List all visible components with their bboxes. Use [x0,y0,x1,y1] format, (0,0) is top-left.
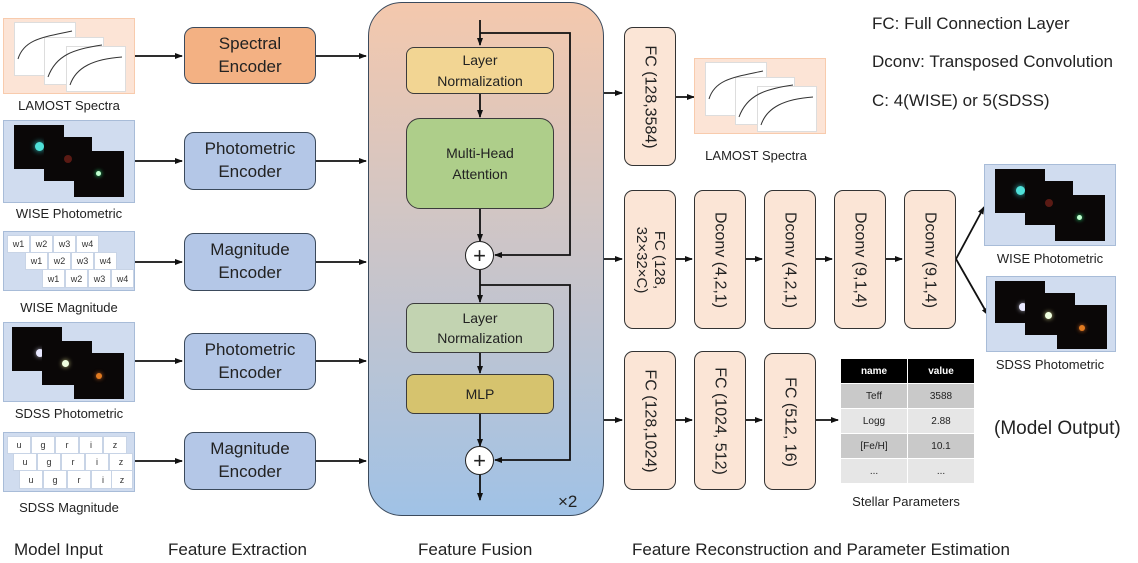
dconv-2: Dconv (4,2,1) [764,190,816,329]
residual-add-1: + [465,241,494,270]
input-label-lamost-spectra: LAMOST Spectra [18,98,120,113]
output-label-wise-photometric: WISE Photometric [996,251,1104,266]
legend-fc: FC: Full Connection Layer [872,14,1070,33]
fc-spectra: FC (128,3584) [624,27,676,166]
fc-image: FC (128, 32×32×C) [624,190,676,329]
wise-photometric-thumbnail [3,120,135,203]
fc-param-1: FC (128,1024) [624,351,676,490]
repeat-count: ×2 [558,492,578,511]
input-label-wise-magnitude: WISE Magnitude [20,300,118,315]
dconv-1: Dconv (4,2,1) [694,190,746,329]
dconv-3: Dconv (9,1,4) [834,190,886,329]
fc-param-2: FC (1024, 512) [694,351,746,490]
output-label-sdss-photometric: SDSS Photometric [995,357,1105,372]
sdss-magnitude-thumbnail: u g r i z u g r i z u g r i z [3,432,135,492]
output-sdss-photometric-thumbnail [986,276,1116,352]
model-output-label: (Model Output) [994,418,1121,439]
legend-c: C: 4(WISE) or 5(SDSS) [872,91,1050,110]
section-model-input: Model Input [14,540,103,559]
output-label-lamost-spectra: LAMOST Spectra [705,148,807,163]
input-label-sdss-photometric: SDSS Photometric [14,406,124,421]
residual-add-2: + [465,446,494,475]
output-wise-photometric-thumbnail [984,164,1116,246]
section-feature-fusion: Feature Fusion [418,540,533,559]
sdss-photometric-thumbnail [3,322,135,402]
input-label-sdss-magnitude: SDSS Magnitude [19,500,119,515]
legend-dconv: Dconv: Transposed Convolution [872,52,1113,71]
dconv-4: Dconv (9,1,4) [904,190,956,329]
input-label-wise-photometric: WISE Photometric [15,206,123,221]
fc-param-3: FC (512, 16) [764,353,816,490]
table-row: [Fe/H]10.1 [841,434,974,458]
mlp-block: MLP [406,374,554,414]
lamost-spectra-thumbnail [3,18,135,94]
stellar-parameters-caption: Stellar Parameters [852,494,960,509]
table-row: ...... [841,459,974,483]
section-reconstruction: Feature Reconstruction and Parameter Est… [632,540,1010,559]
table-header: name value [841,359,974,383]
section-feature-extraction: Feature Extraction [168,540,307,559]
output-lamost-spectra-thumbnail [694,58,826,134]
wise-magnitude-thumbnail: w1 w2 w3 w4 w1 w2 w3 w4 w1 w2 w3 w4 [3,231,135,291]
